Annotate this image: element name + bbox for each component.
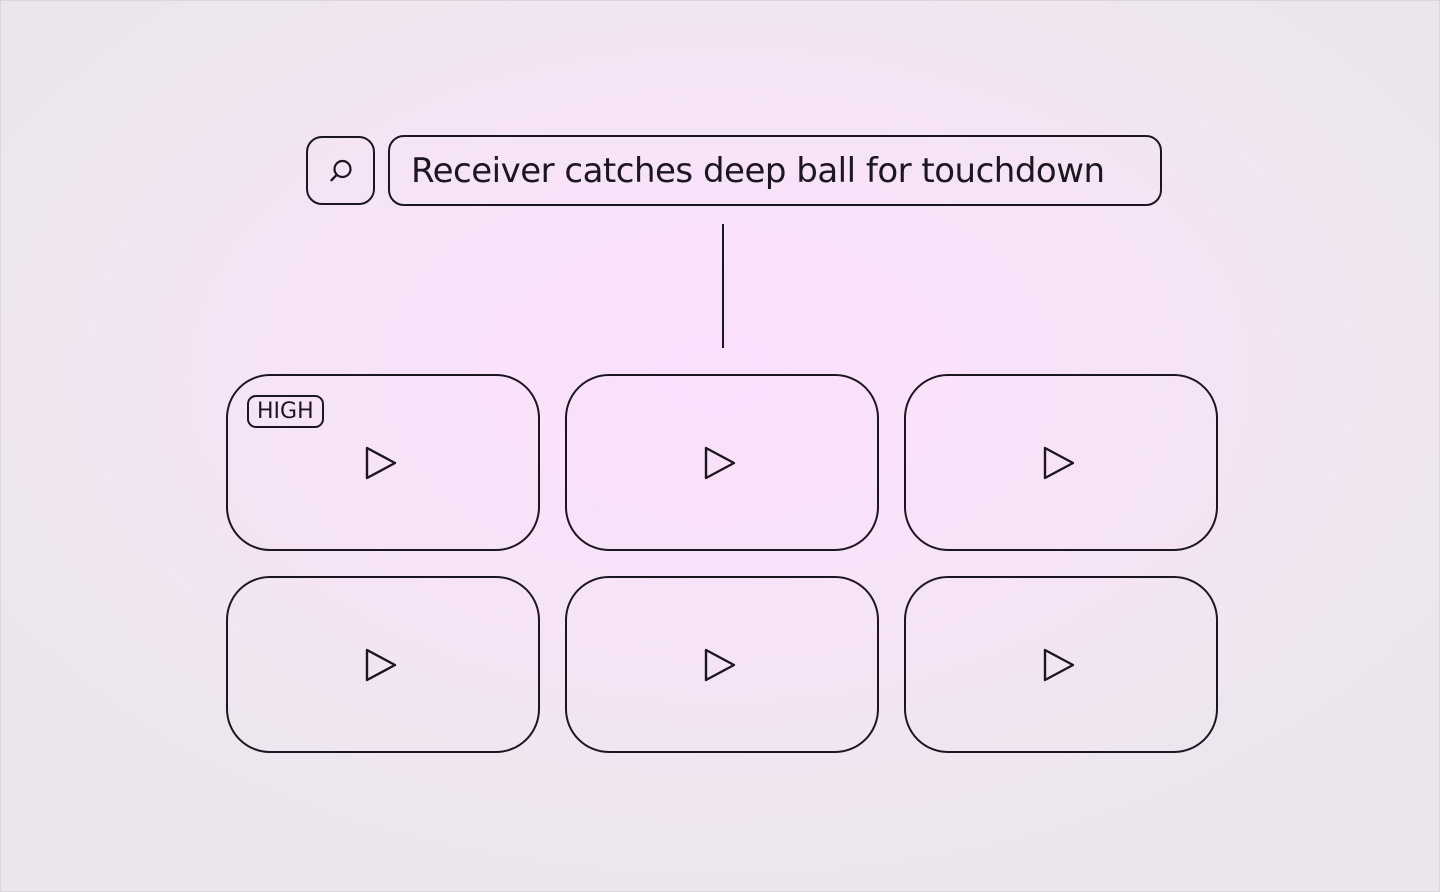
results-grid: HIGH [226, 374, 1218, 753]
connector-line [722, 224, 724, 348]
video-result-card[interactable] [565, 374, 879, 551]
play-icon [704, 648, 736, 681]
play-icon [365, 648, 397, 681]
search-query-box[interactable]: Receiver catches deep ball for touchdown [388, 135, 1162, 206]
play-icon [365, 446, 397, 479]
play-icon [704, 446, 736, 479]
video-result-card[interactable] [565, 576, 879, 753]
video-result-card[interactable] [226, 576, 540, 753]
search-button[interactable] [306, 136, 375, 205]
video-result-card[interactable]: HIGH [226, 374, 540, 551]
search-query-text: Receiver catches deep ball for touchdown [411, 150, 1105, 191]
confidence-badge: HIGH [247, 395, 324, 428]
video-result-card[interactable] [904, 374, 1218, 551]
search-icon [329, 159, 352, 181]
play-icon [1043, 648, 1075, 681]
play-icon [1043, 446, 1075, 479]
video-result-card[interactable] [904, 576, 1218, 753]
